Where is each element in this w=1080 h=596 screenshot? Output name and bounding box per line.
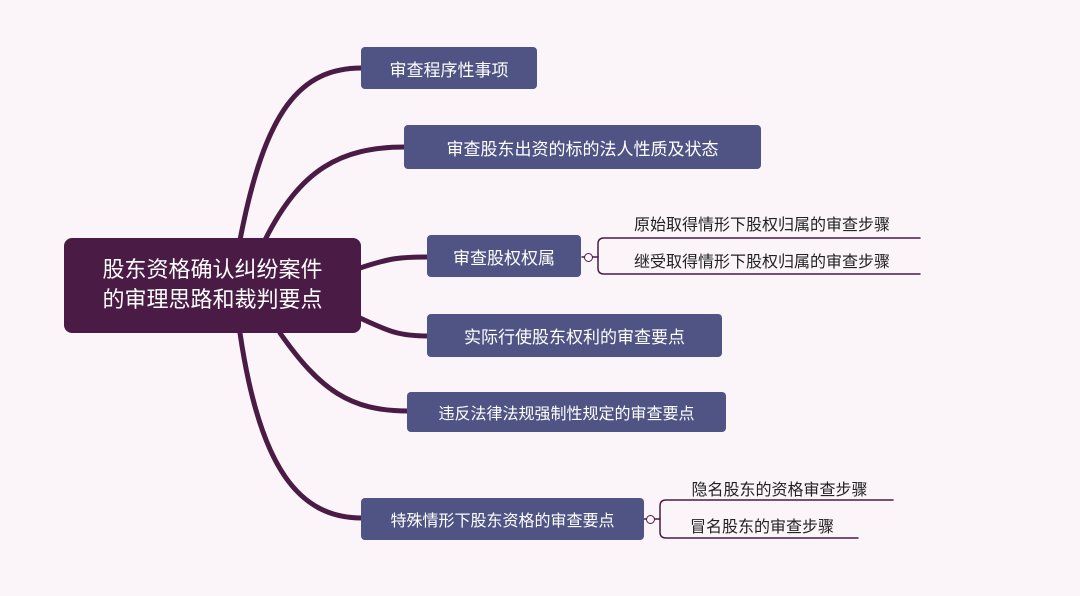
connector-sub-3a bbox=[597, 237, 921, 258]
leaf-node-3b[interactable]: 继受取得情形下股权归属的审查步骤 bbox=[633, 252, 890, 271]
root-topic-line2: 的审理思路和裁判要点 bbox=[102, 287, 323, 313]
leaf-node-6b[interactable]: 冒名股东的审查步骤 bbox=[689, 517, 834, 536]
root-topic-line1: 股东资格确认纠纷案件 bbox=[102, 257, 323, 283]
collapse-toggle-branch-3[interactable] bbox=[584, 253, 593, 262]
leaf-node-3a[interactable]: 原始取得情形下股权归属的审查步骤 bbox=[633, 215, 890, 234]
branch-node-6[interactable]: 特殊情形下股东资格的审查要点 bbox=[361, 498, 644, 540]
connector-branch-1 bbox=[237, 65, 365, 243]
branch-node-1[interactable]: 审查程序性事项 bbox=[361, 47, 537, 89]
root-topic[interactable]: 股东资格确认纠纷案件 的审理思路和裁判要点 bbox=[64, 238, 361, 333]
connector-branch-2 bbox=[262, 144, 408, 243]
branch-node-5[interactable]: 违反法律法规强制性规定的审查要点 bbox=[407, 392, 726, 432]
connector-sub-6b bbox=[659, 518, 859, 539]
connector-sub-3b bbox=[597, 256, 921, 275]
connector-branch-3 bbox=[357, 254, 431, 271]
branch-node-3[interactable]: 审查股权权属 bbox=[427, 235, 581, 277]
connector-branch-4 bbox=[357, 315, 431, 339]
connector-branch-5 bbox=[277, 330, 411, 414]
branch-node-4[interactable]: 实际行使股东权利的审查要点 bbox=[427, 314, 722, 357]
branch-node-2[interactable]: 审查股东出资的标的法人性质及状态 bbox=[404, 125, 761, 169]
connector-branch-6 bbox=[237, 330, 365, 521]
leaf-node-6a[interactable]: 隐名股东的资格审查步骤 bbox=[691, 480, 868, 499]
connector-sub-6a bbox=[659, 499, 894, 520]
collapse-toggle-branch-6[interactable] bbox=[646, 515, 655, 524]
